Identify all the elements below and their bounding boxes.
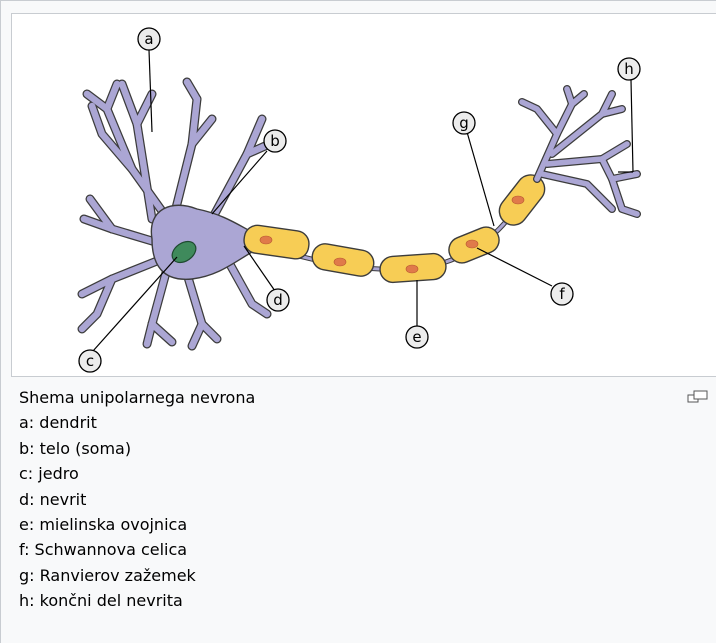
label-c: c: [79, 350, 101, 372]
label-g: g: [453, 112, 475, 134]
svg-text:g: g: [459, 114, 469, 132]
label-a: a: [138, 28, 160, 50]
caption-line-f: f: Schwannova celica: [19, 537, 709, 562]
label-e: e: [406, 326, 428, 348]
label-f: f: [551, 283, 573, 305]
svg-text:d: d: [273, 291, 283, 309]
caption-line-d: d: nevrit: [19, 487, 709, 512]
caption-line-g: g: Ranvierov zažemek: [19, 563, 709, 588]
caption-line-h: h: končni del nevrita: [19, 588, 709, 613]
svg-text:a: a: [144, 30, 153, 48]
svg-text:e: e: [412, 328, 421, 346]
neuron-diagram[interactable]: a b c d e f g: [11, 13, 716, 377]
caption-title: Shema unipolarnega nevrona: [19, 385, 709, 410]
label-h: h: [618, 58, 640, 80]
label-b: b: [264, 130, 286, 152]
image-caption: Shema unipolarnega nevrona a: dendrit b:…: [19, 385, 709, 614]
svg-text:b: b: [270, 132, 280, 150]
caption-line-a: a: dendrit: [19, 410, 709, 435]
label-d: d: [267, 289, 289, 311]
svg-text:f: f: [559, 285, 565, 303]
caption-line-c: c: jedro: [19, 461, 709, 486]
svg-text:c: c: [86, 352, 94, 370]
neuron-diagram-svg: a b c d e f g: [12, 14, 716, 378]
svg-text:h: h: [624, 60, 634, 78]
caption-line-e: e: mielinska ovojnica: [19, 512, 709, 537]
caption-line-b: b: telo (soma): [19, 436, 709, 461]
